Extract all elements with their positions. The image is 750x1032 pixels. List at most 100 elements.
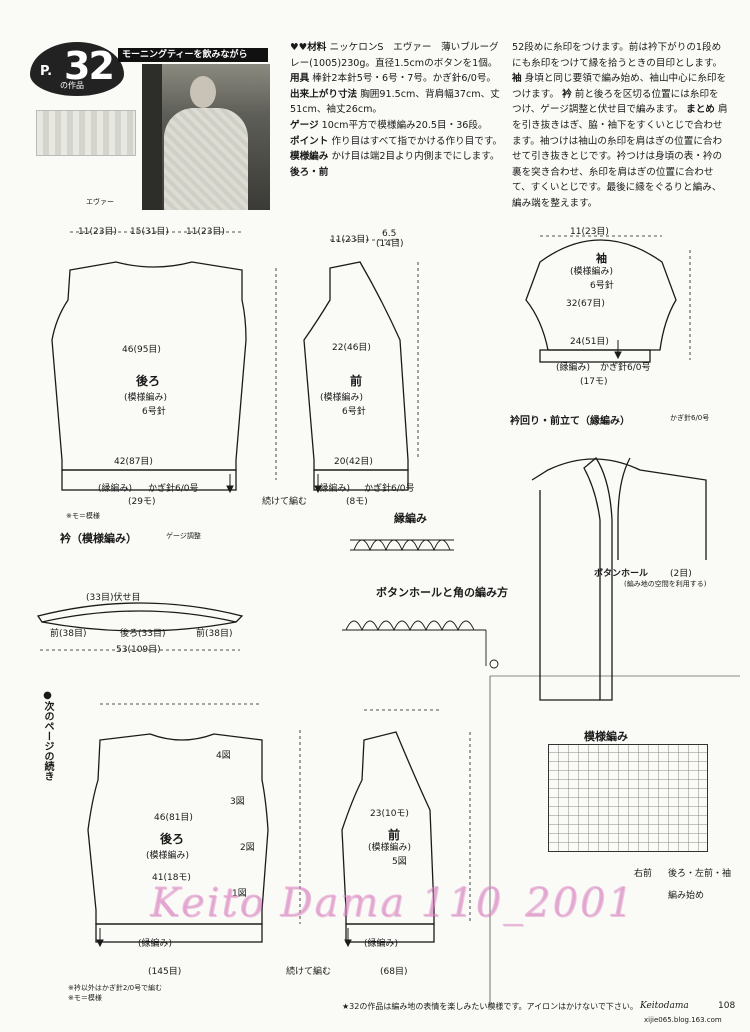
front-hem-band xyxy=(313,469,409,491)
note-m-lower: ※モ＝模様 xyxy=(68,994,102,1002)
lower-front-hem xyxy=(345,923,435,943)
model-photo xyxy=(142,64,270,210)
footer-url: xijie065.blog.163.com xyxy=(644,1016,722,1024)
label-collar-edge-hook: かぎ針6/0号 xyxy=(670,414,710,422)
label-back-left-sleeve: 後ろ・左前・袖 xyxy=(668,869,732,879)
label-buttonhole: ボタンホール xyxy=(594,569,649,579)
buttonhole-chart xyxy=(342,620,499,669)
label-continue-lower: 続けて編む xyxy=(286,967,332,977)
dim-collar-bind: (33目)伏せ目 xyxy=(86,593,141,603)
label-collar-edge: 衿回り・前立て（縁編み） xyxy=(510,416,630,427)
dim-lower-back-hem: 41(18モ) xyxy=(152,873,191,883)
sleeve-text: 身頃と同じ要領で編み始め、袖山中心に糸印をつけます。 xyxy=(512,73,727,100)
fig-3: 3図 xyxy=(230,797,245,807)
footer-note: ★32の作品は編み地の表情を楽しみたい模様です。アイロンはかけないで下さい。 xyxy=(342,1002,638,1011)
label-lower-front-edge: (縁編み) xyxy=(364,939,399,949)
back-outline xyxy=(51,261,247,471)
label-sleeve: 袖 xyxy=(596,252,607,265)
dim-front-hem: 20(42目) xyxy=(334,457,373,467)
materials-label: ♥♥材料 xyxy=(290,42,327,53)
front-outline xyxy=(303,261,409,471)
label-right-front: 右前 xyxy=(634,869,653,879)
dim-collar-front-right: 前(38目) xyxy=(196,629,233,639)
label-lower-front-pattern: (模様編み) xyxy=(368,843,412,853)
method-text: かけ目は端2目より内側までにします。 xyxy=(331,151,500,163)
dim-front-edge: (8モ) xyxy=(346,497,368,507)
label-sleeve-pattern: (模様編み) xyxy=(570,267,614,277)
label-edge-knit: 縁編み xyxy=(394,512,427,525)
pattern-number-badge: P. 32 の作品 xyxy=(30,42,124,96)
materials-text: ニッケロンS エヴァー 薄いブルーグレー(1005)230g。直径1.5cmのボ… xyxy=(290,42,499,69)
label-back: 後ろ xyxy=(136,374,161,388)
dim-back-width: 46(95目) xyxy=(122,345,161,355)
fig-4: 4図 xyxy=(216,751,231,761)
back-front-text: 52段めに糸印をつけます。前は衿下がりの1段めにも糸印をつけて縁を拾うときの目印… xyxy=(512,42,723,69)
dim-back-top-right: 11(23目) xyxy=(186,227,225,237)
dim-lower-front-edge: (68目) xyxy=(380,967,408,977)
yarn-caption: エヴァー xyxy=(86,198,114,206)
tools-text: 棒針2本針5号・6号・7号。かぎ針6/0号。 xyxy=(312,73,497,85)
dim-lower-front-width: 23(10モ) xyxy=(370,809,409,819)
label-lower-back-edge: (縁編み) xyxy=(138,939,173,949)
page-number: 108 xyxy=(718,1001,736,1011)
point-label: ポイント xyxy=(290,135,329,147)
label-buttonhole-count: (2目) xyxy=(670,569,692,579)
label-continue: 続けて編む xyxy=(262,497,308,507)
label-lower-back: 後ろ xyxy=(160,832,185,846)
dim-collar-back: 後ろ(33目) xyxy=(120,629,166,639)
dim-back-hem: 42(87目) xyxy=(114,457,153,467)
dim-collar-front-left: 前(38目) xyxy=(50,629,87,639)
instructions-col1: ♥♥材料 ニッケロンS エヴァー 薄いブルーグレー(1005)230g。直径1.… xyxy=(290,40,506,180)
label-sleeve-needle: 6号針 xyxy=(590,281,614,291)
label-front-hook: かぎ針6/0号 xyxy=(364,484,415,494)
finish-text: 肩を引き抜きはぎ、脇・袖下をすくいとじで合わせます。袖つけは袖山の糸印を肩はぎの… xyxy=(512,104,728,209)
label-back-needle: 6号針 xyxy=(142,407,166,417)
dim-back-edge: (29モ) xyxy=(128,497,156,507)
label-buttonhole-corner: ボタンホールと角の編み方 xyxy=(376,586,508,599)
footer-brand: Keitodama xyxy=(640,1001,689,1011)
front-band-outline xyxy=(583,457,613,701)
label-knit-start: 編み始め xyxy=(668,891,705,901)
watermark: Keito Dama 110_2001 xyxy=(150,880,635,926)
lower-front-outline xyxy=(341,731,435,925)
dim-collar-width: 53(109目) xyxy=(116,645,161,655)
label-front-needle: 6号針 xyxy=(342,407,366,417)
label-back-edge: (縁編み) xyxy=(98,484,133,494)
dim-lower-back-edge: (145目) xyxy=(148,967,182,977)
tools-label: 用具 xyxy=(290,73,310,85)
page-prefix: P. xyxy=(40,64,53,79)
sleeve-outline xyxy=(525,239,677,351)
lower-back-hem xyxy=(95,923,263,943)
collar-label: 衿 xyxy=(562,88,572,100)
dim-front-width: 22(46目) xyxy=(332,343,371,353)
collar-outline xyxy=(36,602,244,623)
pattern-chart xyxy=(548,744,708,852)
dim-sleeve-width: 32(67目) xyxy=(566,299,605,309)
size-label: 出来上がり寸法 xyxy=(290,88,358,100)
method-label: 模様編み xyxy=(290,151,329,163)
gauge-label: ゲージ xyxy=(290,119,319,131)
point-text: 作り目はすべて指でかける作り目です。 xyxy=(331,135,503,147)
sleeve-label: 袖 xyxy=(512,73,522,85)
label-gauge-adjust: ゲージ調整 xyxy=(166,532,201,540)
label-pattern-knit: 模様編み xyxy=(584,730,628,743)
edge-knit-chart xyxy=(350,539,454,552)
finish-label: まとめ xyxy=(686,104,715,116)
label-back-hook: かぎ針6/0号 xyxy=(148,484,199,494)
note-m: ※モ＝模様 xyxy=(66,512,100,520)
note-edge: ※衿以外はかぎ針2/0号で編む xyxy=(68,984,163,992)
label-lower-back-pattern: (模様編み) xyxy=(146,851,190,861)
label-front-pattern: (模様編み) xyxy=(320,393,364,403)
label-front: 前 xyxy=(350,374,363,388)
dim-sleeve-edge: (17モ) xyxy=(580,377,608,387)
fig-2: 2図 xyxy=(240,843,255,853)
dim-back-top: 11(23目) xyxy=(78,227,117,237)
back-front-label: 後ろ・前 xyxy=(290,166,329,178)
dim-front-top: 11(23目) xyxy=(330,235,369,245)
lower-back-outline xyxy=(87,733,269,925)
back-hem-band xyxy=(61,469,237,491)
size-text: 胸囲91.5cm、背肩幅37cm、丈51cm、袖丈26cm。 xyxy=(290,88,500,116)
dim-lower-back-width: 46(81目) xyxy=(154,813,193,823)
